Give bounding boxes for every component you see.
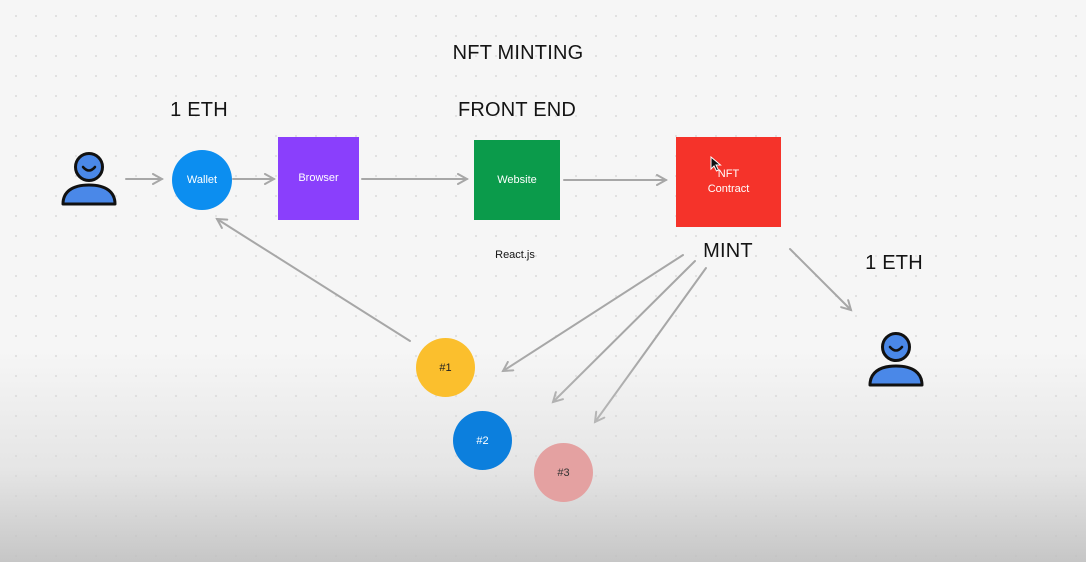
nft-token-1[interactable]: #1 xyxy=(416,338,475,397)
browser-node[interactable]: Browser xyxy=(278,137,359,220)
eth-amount-right: 1 ETH xyxy=(865,252,923,274)
eth-amount-left: 1 ETH xyxy=(170,99,228,121)
nft-token-3[interactable]: #3 xyxy=(534,443,593,502)
wallet-node-label: Wallet xyxy=(186,174,218,186)
nft-token-3-label: #3 xyxy=(557,466,570,479)
nft-token-1-label: #1 xyxy=(439,361,452,374)
website-node[interactable]: Website xyxy=(474,140,560,220)
mouse-cursor-icon xyxy=(710,156,722,172)
arrow-mint-to-user-right xyxy=(789,248,851,310)
nft-contract-label-line2: Contract xyxy=(707,183,750,195)
front-end-label: FRONT END xyxy=(457,99,577,121)
arrow-nft1-to-wallet xyxy=(217,219,411,342)
mint-label: MINT xyxy=(703,240,753,262)
nft-token-2-label: #2 xyxy=(476,434,489,447)
nft-contract-label-line1: NFT xyxy=(717,168,740,180)
person-icon xyxy=(868,332,924,387)
diagram-title: NFT MINTING xyxy=(452,42,584,64)
browser-node-label: Browser xyxy=(298,172,339,184)
person-icon xyxy=(61,152,117,206)
wallet-node[interactable]: Wallet xyxy=(172,150,232,210)
react-label: React.js xyxy=(495,249,535,261)
nft-contract-node[interactable]: NFT Contract xyxy=(676,137,781,227)
nft-token-2[interactable]: #2 xyxy=(453,411,512,470)
website-node-label: Website xyxy=(497,173,537,186)
arrow-mint-to-nft1 xyxy=(503,254,684,371)
